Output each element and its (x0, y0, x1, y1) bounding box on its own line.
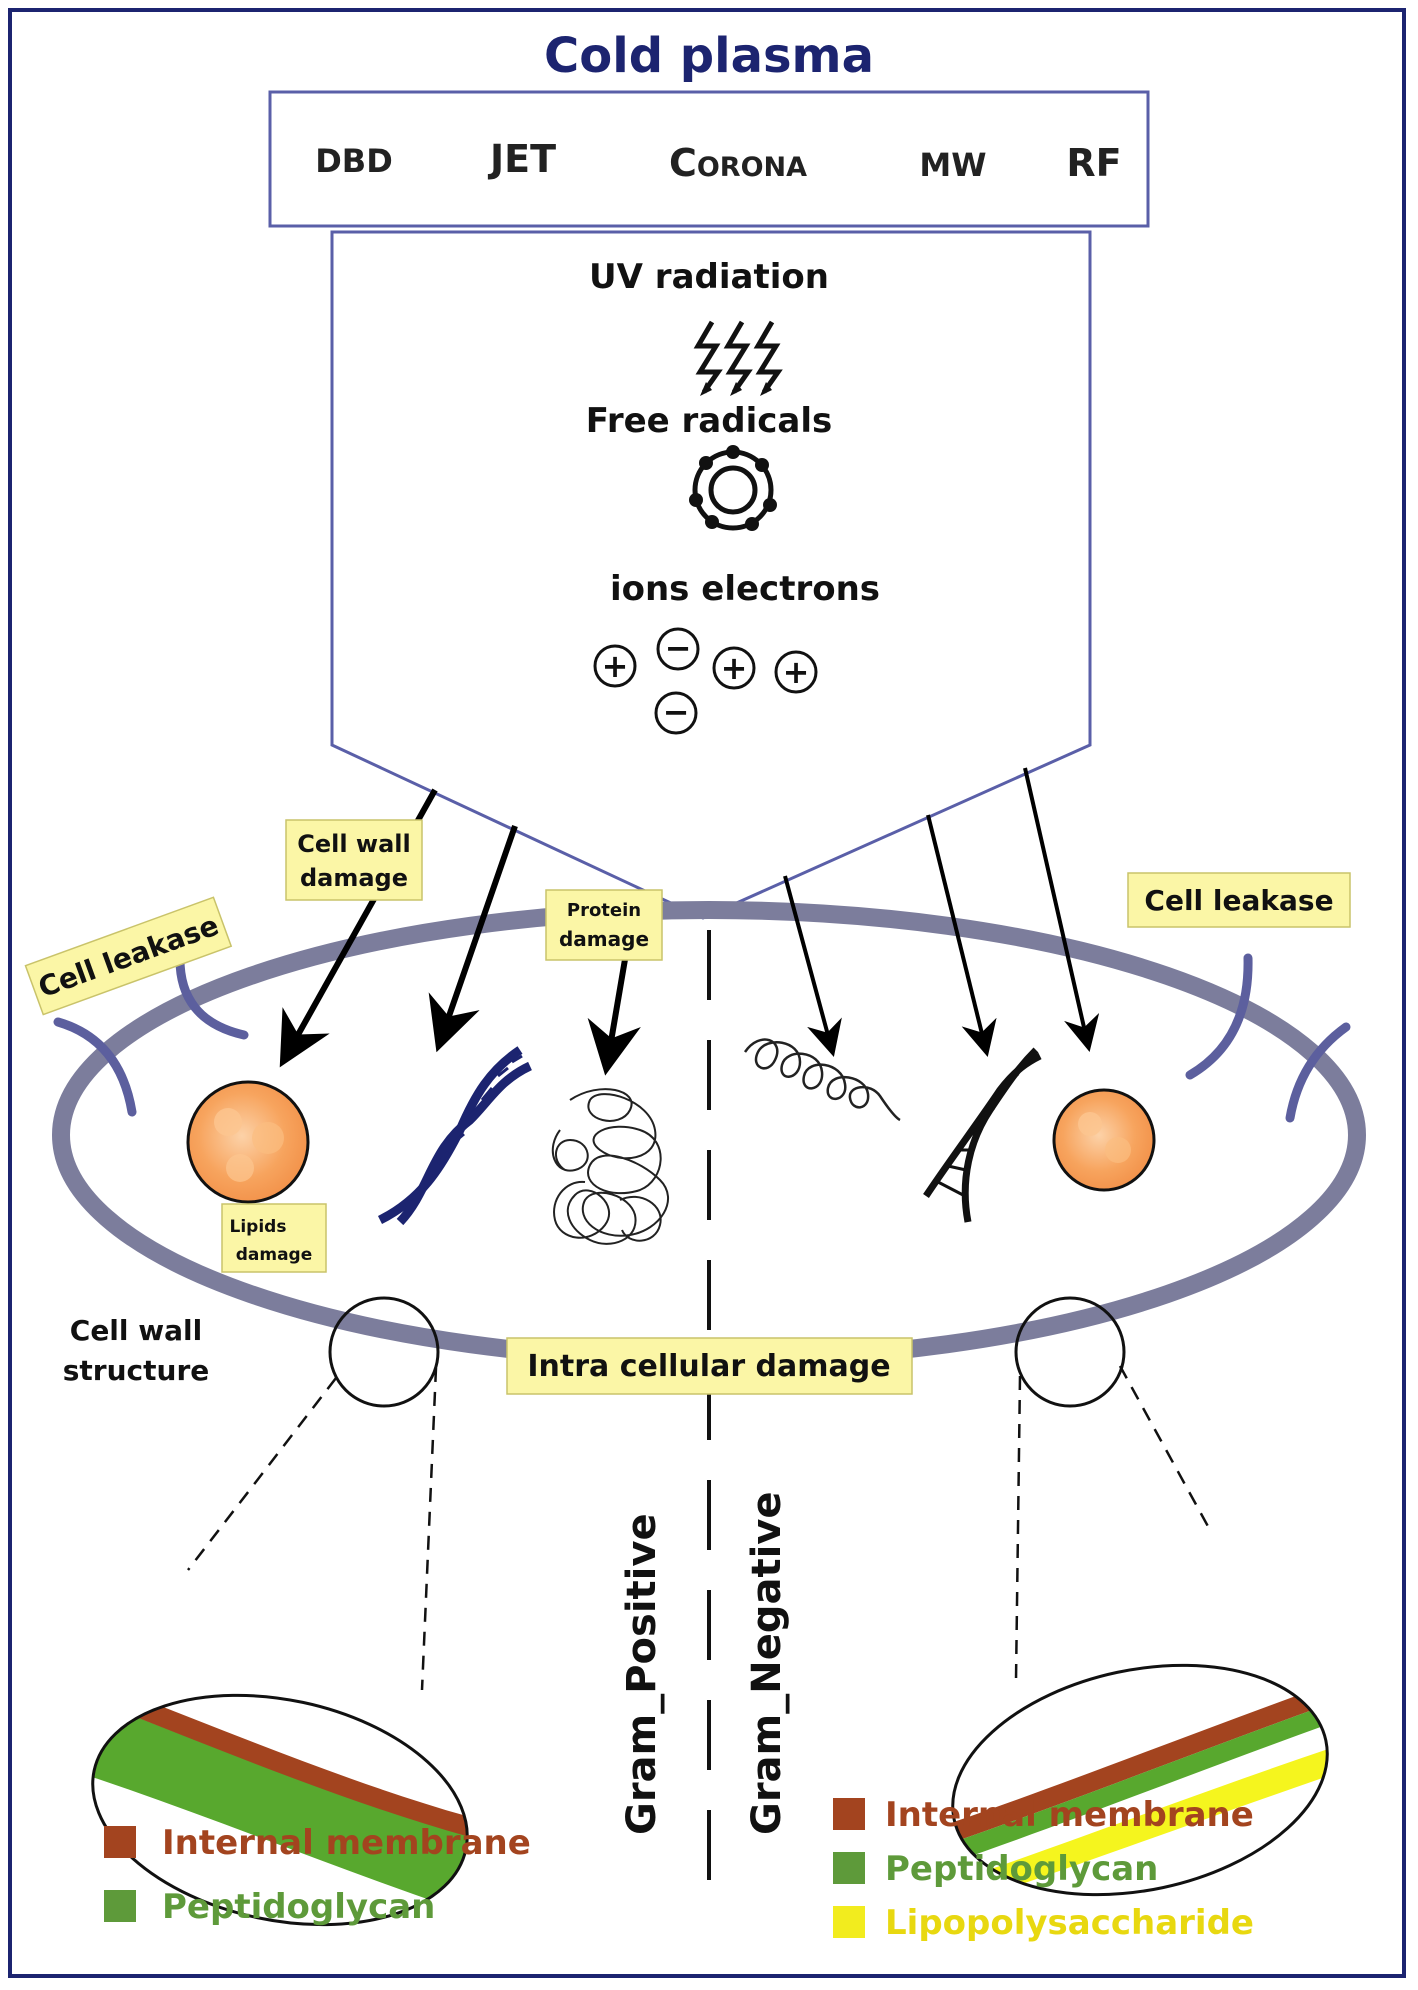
legend-left: Internal membrane Peptidoglycan (104, 1823, 531, 1927)
svg-text:Lipids: Lipids (230, 1217, 287, 1237)
magnifier-circle-right (1014, 1296, 1126, 1408)
damage-arrows (279, 767, 1100, 1076)
plasma-agents-pentagon (330, 230, 1092, 920)
cell-wall-damage-label: Cell wall damage (285, 819, 423, 901)
tangled-protein-icon-left (551, 1088, 670, 1245)
svg-text:+: + (602, 647, 629, 685)
svg-text:+: + (783, 653, 810, 691)
legend-item: Internal membrane (104, 1823, 531, 1863)
positive-ion-icon: + (593, 644, 637, 688)
zoom-lines (187, 1365, 1212, 1691)
legend-item: Peptidoglycan (833, 1849, 1158, 1889)
svg-text:Peptidoglycan: Peptidoglycan (162, 1887, 435, 1927)
protein-damage-label: Protein damage (545, 889, 663, 961)
coiled-protein-icon-right (743, 1038, 901, 1122)
svg-text:Internal membrane: Internal membrane (162, 1823, 531, 1863)
legend-swatch (104, 1890, 136, 1922)
legend-item: Internal membrane (833, 1795, 1254, 1835)
svg-text:damage: damage (300, 864, 408, 892)
positive-ion-icon: + (712, 646, 756, 690)
plasma-sources-box (268, 90, 1150, 228)
ion-charges: + − + + − (593, 627, 818, 735)
svg-text:Internal membrane: Internal membrane (885, 1795, 1254, 1835)
svg-text:Protein: Protein (567, 900, 641, 921)
cell-leakage-curves (53, 950, 1351, 1123)
legend-swatch (833, 1798, 865, 1830)
source-mw: MW (919, 146, 986, 184)
dna-helix-icon-right (923, 1047, 1042, 1223)
svg-text:Intra cellular damage: Intra cellular damage (527, 1349, 890, 1384)
svg-text:+: + (721, 649, 748, 687)
svg-text:Cell wall: Cell wall (70, 1314, 202, 1347)
intra-cellular-damage-label: Intra cellular damage (506, 1337, 913, 1395)
svg-text:Lipopolysaccharide: Lipopolysaccharide (885, 1903, 1254, 1943)
lipid-droplet-right (1052, 1088, 1156, 1192)
cell-wall-structure-label: Cell wall structure (63, 1314, 210, 1387)
legend-item: Lipopolysaccharide (833, 1903, 1254, 1943)
legend-item: Peptidoglycan (104, 1887, 435, 1927)
negative-ion-icon: − (654, 691, 698, 735)
legend-right: Internal membrane Peptidoglycan Lipopoly… (833, 1795, 1254, 1943)
cell-leakase-label-right: Cell leakase (1127, 872, 1351, 928)
gram-negative-label: Gram_Negative (744, 1492, 790, 1836)
positive-ion-icon: + (774, 650, 818, 694)
source-dbd: DBD (315, 142, 393, 180)
uv-radiation-label: UV radiation (589, 257, 829, 297)
lightning-icon (693, 320, 783, 394)
dna-helix-icon-left (377, 1046, 532, 1226)
gram-positive-label: Gram_Positive (619, 1513, 665, 1835)
source-jet: JET (487, 137, 556, 181)
svg-text:damage: damage (236, 1245, 313, 1265)
gram-negative-cross-section (931, 1663, 1340, 1915)
ions-electrons-label: ions electrons (610, 569, 880, 609)
svg-text:Cell leakase: Cell leakase (1144, 884, 1333, 917)
legend-swatch (104, 1826, 136, 1858)
page-title: Cold plasma (544, 28, 874, 84)
svg-text:structure: structure (63, 1354, 210, 1387)
svg-text:−: − (665, 629, 692, 667)
lipids-damage-label: Lipids damage (221, 1203, 327, 1273)
gram-positive-cross-section (71, 1662, 489, 1950)
magnifier-circle-left (328, 1296, 440, 1408)
svg-text:Cell wall: Cell wall (297, 830, 411, 858)
legend-swatch (833, 1852, 865, 1884)
source-corona: Corona (669, 141, 807, 185)
radical-atom-icon (689, 445, 777, 531)
svg-text:−: − (663, 693, 690, 731)
svg-text:Peptidoglycan: Peptidoglycan (885, 1849, 1158, 1889)
svg-text:damage: damage (559, 927, 649, 951)
lipid-droplet-left (186, 1080, 310, 1204)
legend-swatch (833, 1906, 865, 1938)
free-radicals-label: Free radicals (586, 401, 832, 441)
negative-ion-icon: − (656, 627, 700, 671)
source-rf: RF (1066, 141, 1121, 185)
